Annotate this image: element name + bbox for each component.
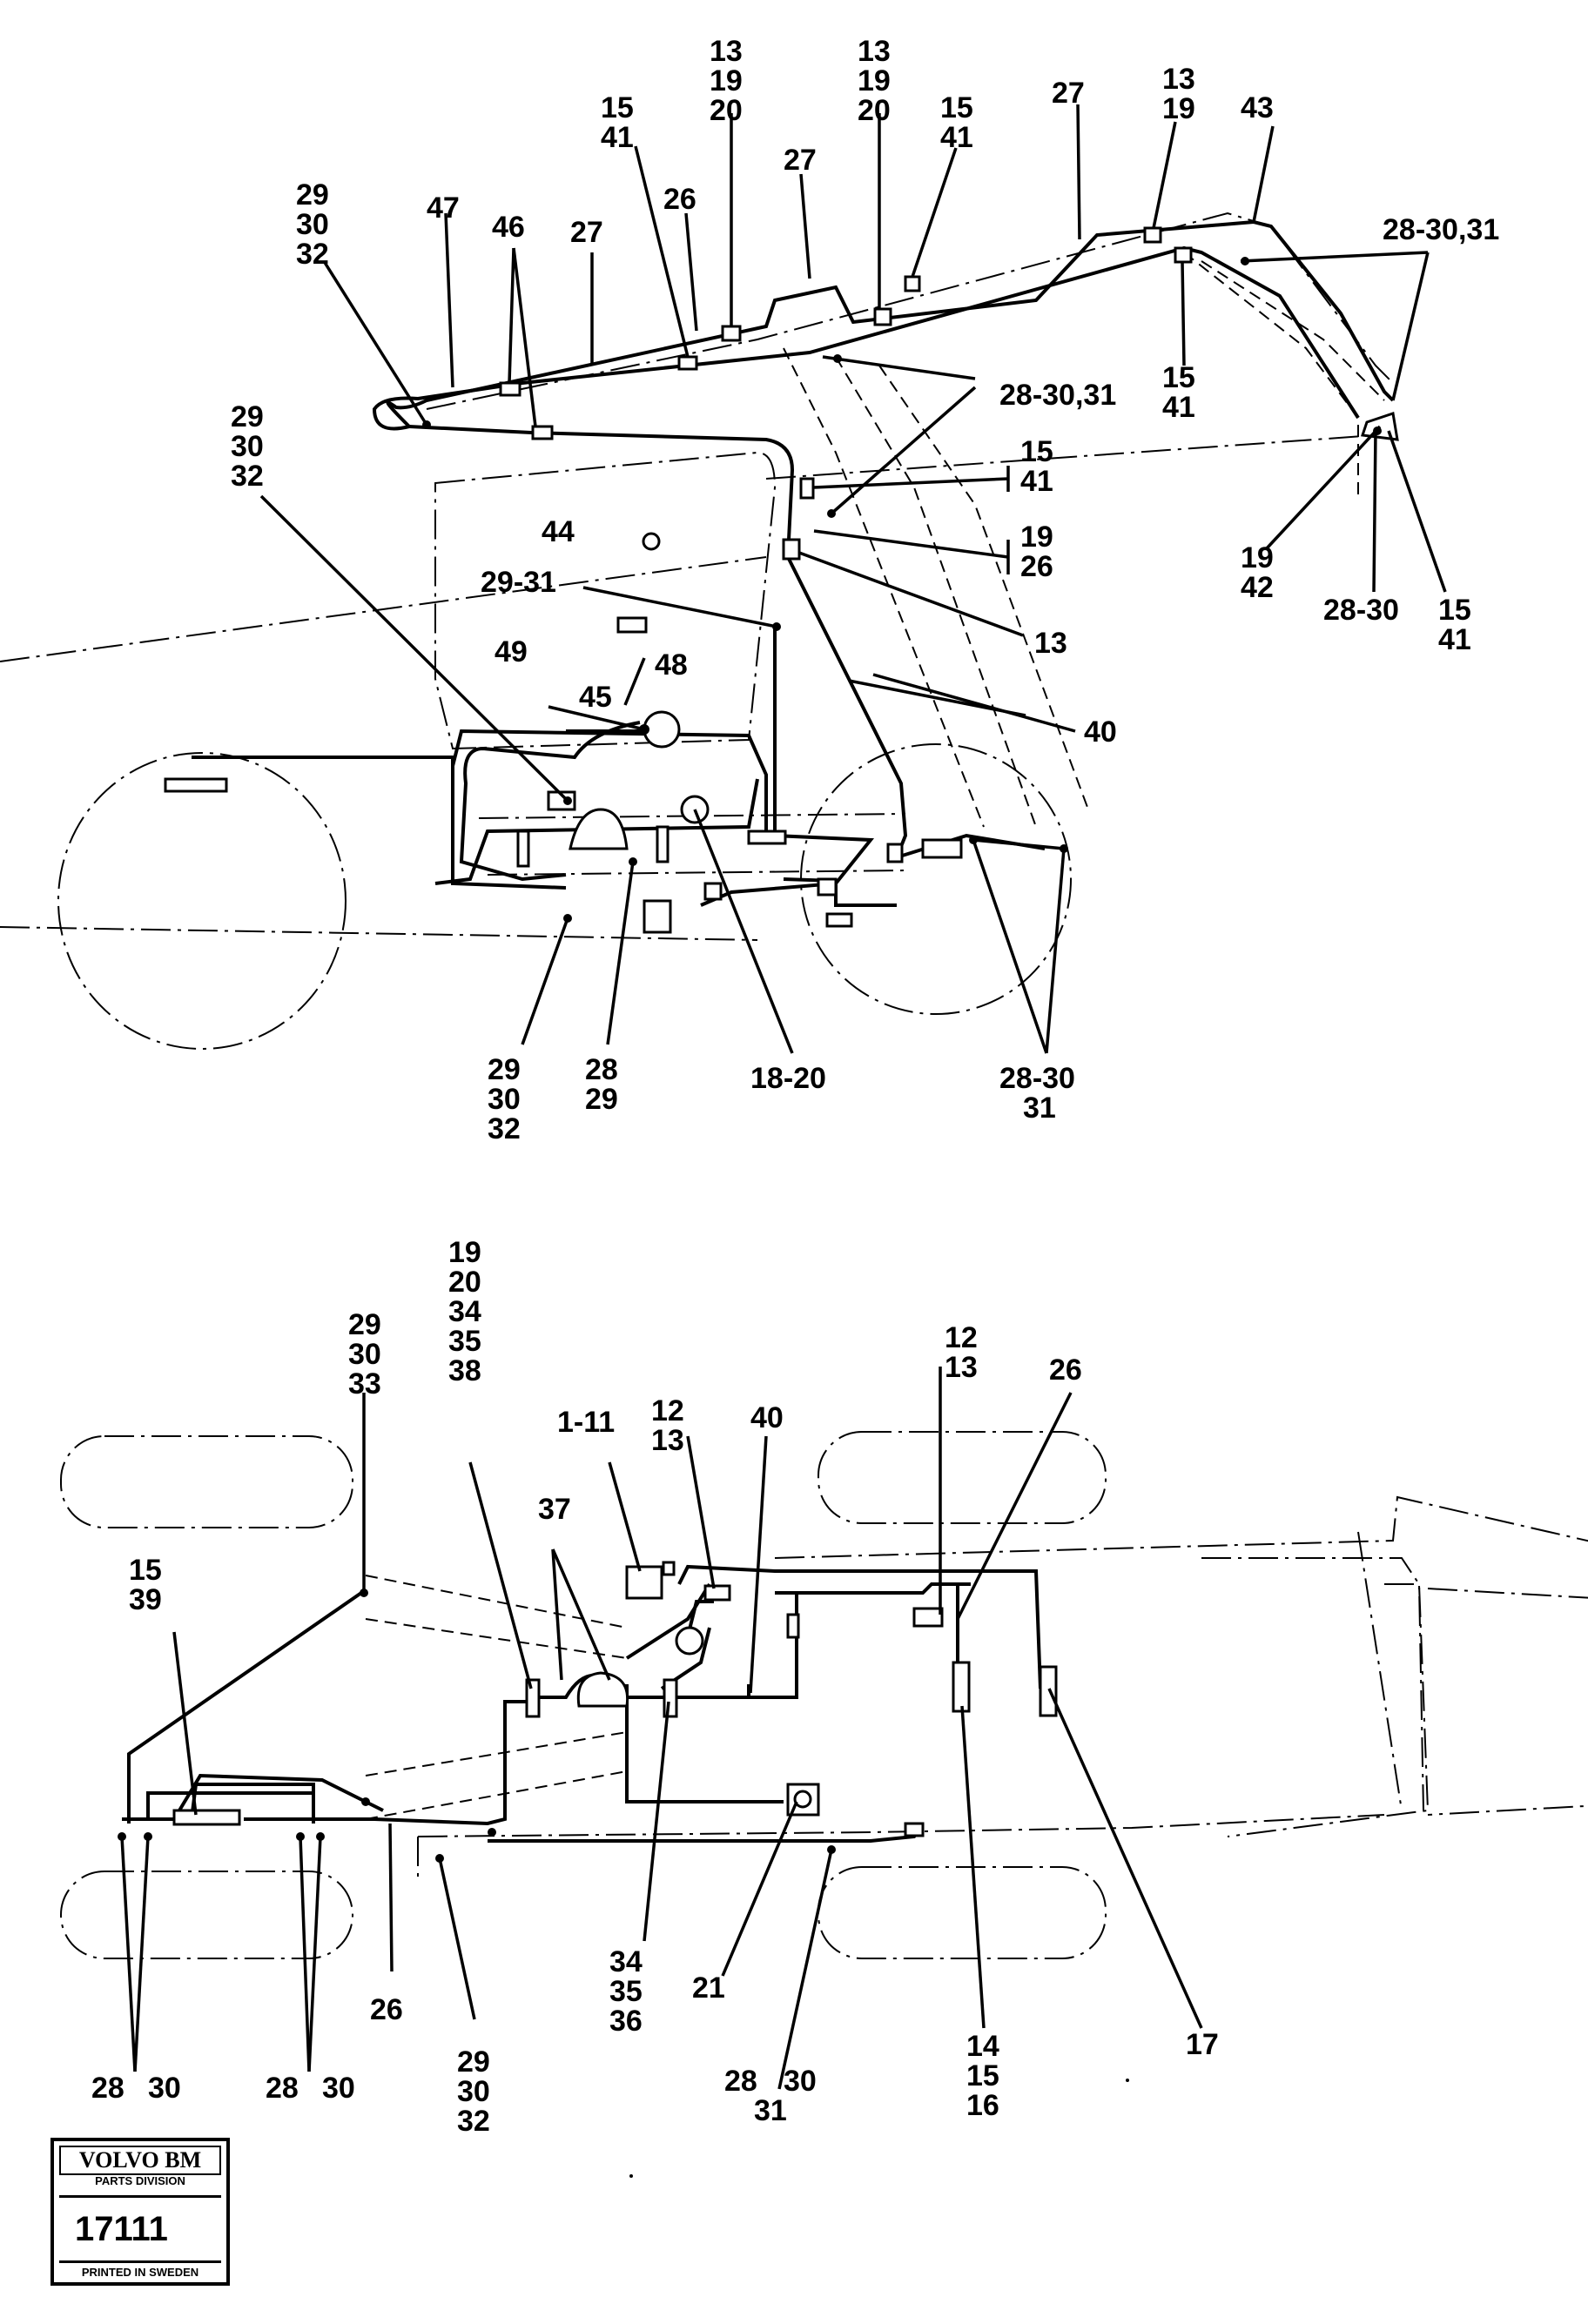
parts-division-stamp: VOLVO BM PARTS DIVISION 17111 PRINTED IN…	[50, 2138, 230, 2286]
top-view-dots	[422, 257, 1382, 923]
label-26-c: 26	[370, 1993, 403, 2026]
label-13: 13	[1034, 627, 1067, 660]
label-40-a: 40	[1084, 715, 1117, 749]
label-49: 49	[495, 635, 528, 668]
label-40-b: 40	[750, 1401, 784, 1434]
label-26-a: 26	[663, 183, 696, 216]
label-46: 46	[492, 211, 525, 244]
label-17: 17	[1186, 2028, 1219, 2061]
label-26-b: 26	[1049, 1353, 1082, 1387]
label-37: 37	[538, 1493, 571, 1526]
label-44: 44	[542, 515, 575, 548]
label-18-20: 18-20	[750, 1062, 826, 1095]
label-48: 48	[655, 648, 688, 682]
top-view-leaders	[259, 104, 1447, 1054]
label-47: 47	[427, 191, 460, 225]
top-view-pipes	[192, 219, 1395, 907]
label-43: 43	[1241, 91, 1274, 124]
label-28-30-a: 28-30	[1323, 594, 1399, 627]
top-view-components	[164, 226, 1399, 934]
stamp-division: PARTS DIVISION	[95, 2174, 185, 2187]
bottom-view-dots	[118, 1589, 836, 1863]
label-21: 21	[692, 1971, 725, 2005]
label-28-30-31-a: 28-30,31	[1383, 213, 1499, 246]
label-27-c: 27	[570, 216, 603, 249]
stamp-number: 17111	[59, 2195, 221, 2263]
bottom-view-leaders	[120, 1367, 1203, 2090]
stamp-printed: PRINTED IN SWEDEN	[81, 2266, 199, 2279]
label-1-11: 1-11	[557, 1406, 615, 1439]
label-27-a: 27	[1052, 77, 1085, 110]
label-27-b: 27	[784, 144, 817, 177]
top-view-outline	[0, 212, 1394, 1050]
label-28-30-31-b: 28-30,31	[999, 379, 1116, 412]
stamp-brand: VOLVO BM	[59, 2146, 221, 2175]
label-29-31: 29-31	[481, 566, 556, 599]
label-45: 45	[579, 681, 612, 714]
